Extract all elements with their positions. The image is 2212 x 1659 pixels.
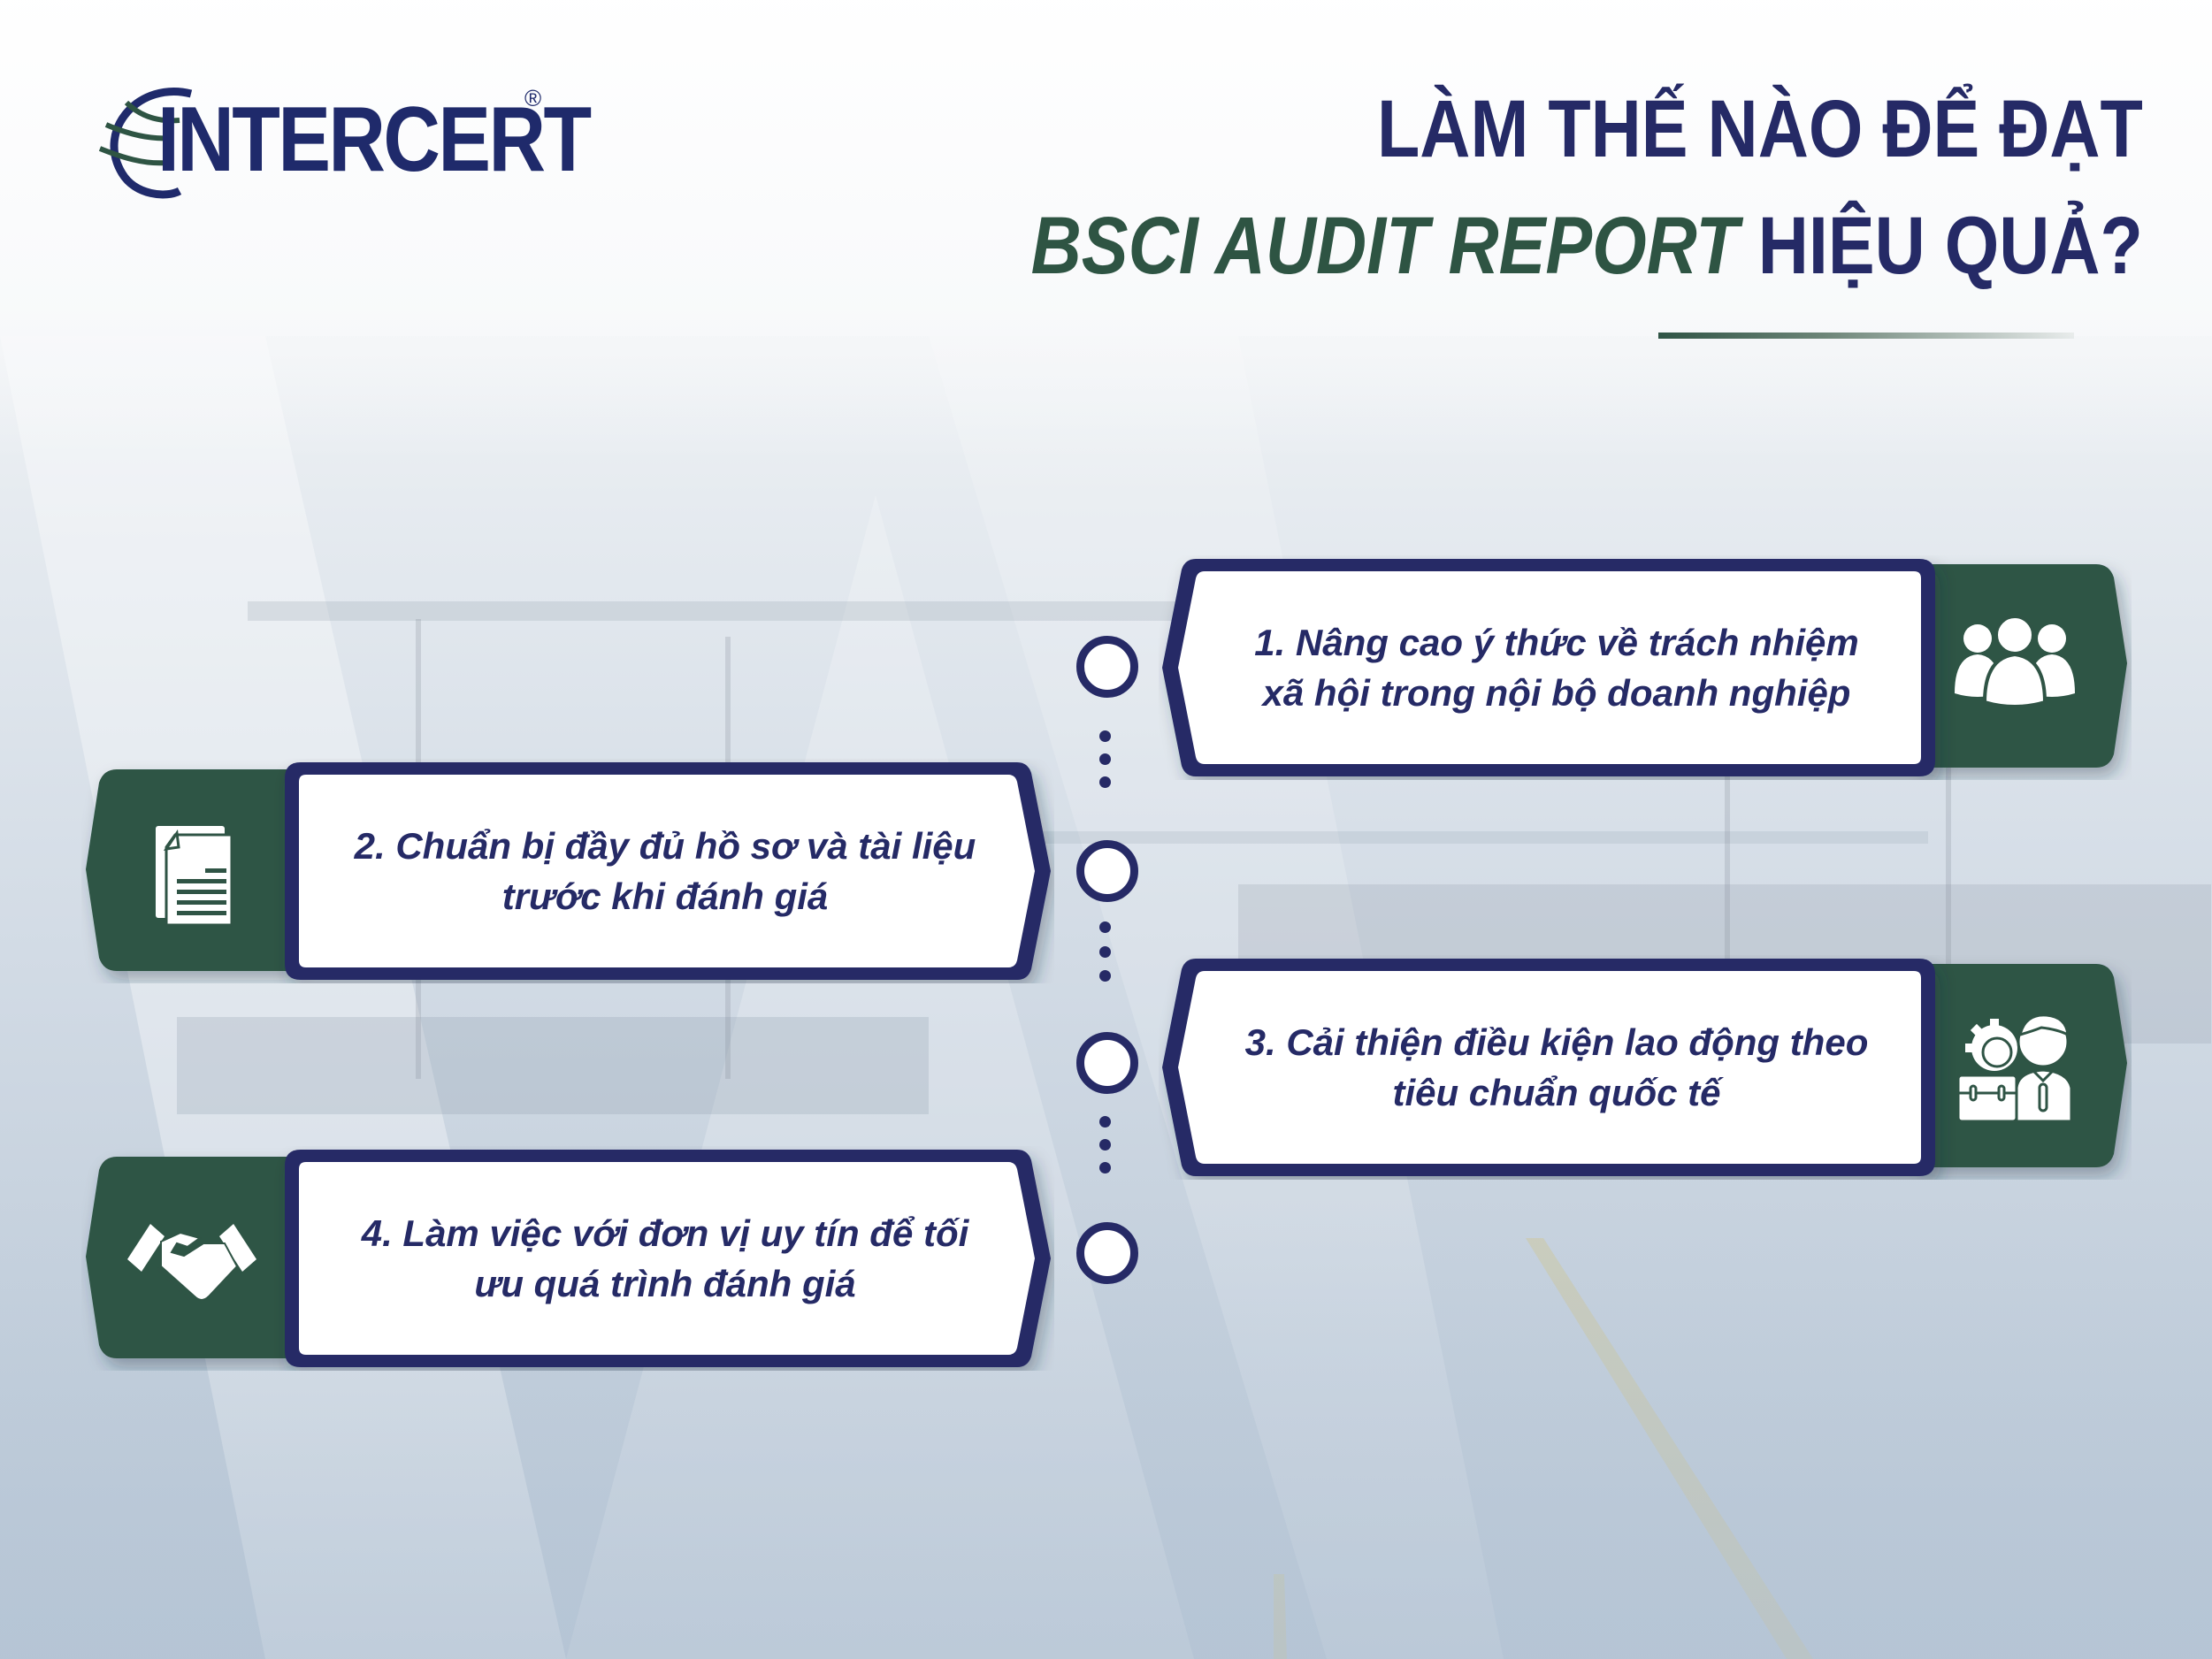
step-card-shape [86,762,1051,980]
document-icon [156,826,233,927]
timeline-node-2 [1076,840,1138,902]
title-line-2-rest: HIỆU QUẢ? [1757,201,2143,291]
step-card-2: 2. Chuẩn bị đầy đủ hồ sơ và tài liệu trư… [81,759,1054,983]
timeline-dot [1099,1116,1111,1128]
intercert-logo: INTERCERT ® [96,85,592,199]
timeline-dot [1099,921,1111,933]
timeline-node-3 [1076,1032,1138,1094]
logo-wordmark: INTERCERT [157,88,592,191]
title-accent-line [1658,333,2074,339]
timeline-dot [1099,970,1111,982]
timeline-dot [1099,753,1111,765]
title-highlight: BSCI AUDIT REPORT [1030,201,1739,291]
step-card-1: 1. Nâng cao ý thức về trách nhiệm xã hội… [1159,555,2132,780]
step-3-line-2: tiêu chuẩn quốc tế [1392,1072,1721,1113]
timeline-node-1 [1076,636,1138,698]
step-text: 4. Làm việc với đơn vị uy tín để tối ưu … [302,1164,1028,1353]
title-line-1: LÀM THẾ NÀO ĐỂ ĐẠT [1377,84,2143,174]
timeline-node-4 [1076,1222,1138,1284]
step-text: 1. Nâng cao ý thức về trách nhiệm xã hội… [1194,573,1919,762]
step-4-line-1: 4. Làm việc với đơn vị uy tín để tối [361,1212,969,1254]
title-line-2: BSCI AUDIT REPORT HIỆU QUẢ? [1031,205,2143,287]
step-card-shape [86,1150,1051,1367]
globe-swoosh-icon [98,88,193,199]
timeline-dot [1099,1139,1111,1151]
step-4-line-2: ưu quá trình đánh giá [474,1263,856,1304]
timeline-dot [1099,776,1111,788]
step-2-line-1: 2. Chuẩn bị đầy đủ hồ sơ và tài liệu [354,825,976,867]
step-card-3: 3. Cải thiện điều kiện lao động theo tiê… [1159,955,2132,1180]
timeline-dot [1099,946,1111,958]
timeline-dot [1099,730,1111,742]
step-text: 3. Cải thiện điều kiện lao động theo tiê… [1194,973,1919,1162]
people-group-icon [1955,615,2075,708]
step-1-line-1: 1. Nâng cao ý thức về trách nhiệm [1254,622,1859,663]
step-text: 2. Chuẩn bị đầy đủ hồ sơ và tài liệu trư… [302,776,1028,966]
page-title: LÀM THẾ NÀO ĐỂ ĐẠT BSCI AUDIT REPORT HIỆ… [850,88,2143,287]
step-3-line-1: 3. Cải thiện điều kiện lao động theo [1244,1021,1869,1063]
step-card-shape [1162,959,2127,1176]
step-card-shape [1162,559,2127,776]
handshake-icon [127,1224,256,1302]
timeline-dot [1099,1162,1111,1174]
top-haze [0,0,2212,460]
registered-mark: ® [524,85,542,111]
step-card-4: 4. Làm việc với đơn vị uy tín để tối ưu … [81,1146,1054,1371]
step-1-line-2: xã hội trong nội bộ doanh nghiệp [1262,672,1851,714]
worker-toolbox-gear-icon [1956,1013,2073,1123]
step-2-line-2: trước khi đánh giá [501,875,829,917]
